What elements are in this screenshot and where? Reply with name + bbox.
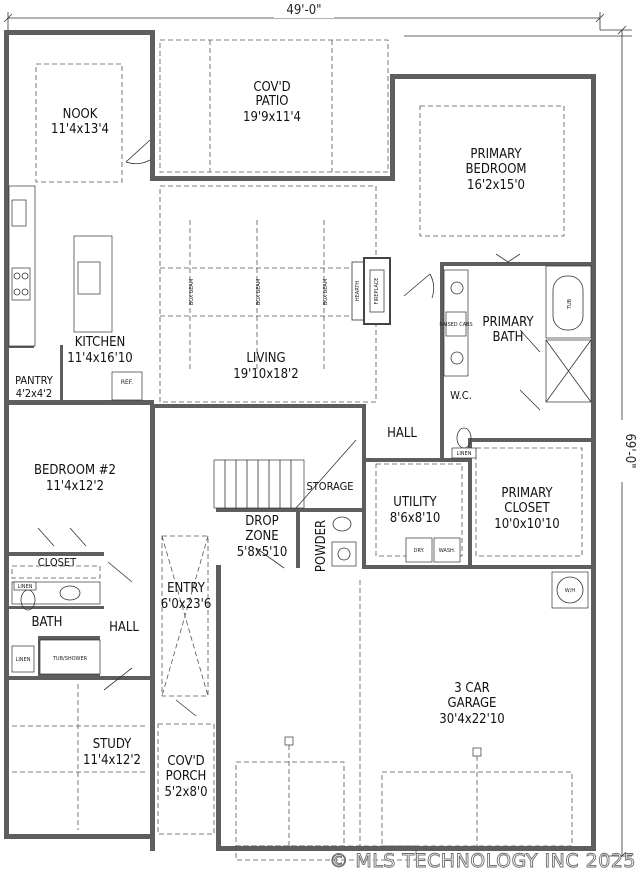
primary-bath-fixtures: TUB RAISED CABS LINEN bbox=[439, 265, 592, 459]
svg-text:HEARTH: HEARTH bbox=[355, 281, 361, 302]
svg-text:TUB/SHOWER: TUB/SHOWER bbox=[52, 656, 88, 662]
door-swings bbox=[37, 139, 541, 717]
svg-text:LINEN: LINEN bbox=[16, 657, 31, 663]
garage-doors bbox=[235, 580, 573, 847]
patio-area bbox=[159, 39, 389, 173]
sink-icon bbox=[77, 261, 101, 295]
patio-name-2: PATIO bbox=[255, 94, 288, 109]
entry-size: 6'0x23'6 bbox=[161, 597, 212, 612]
bath-fixtures: LINEN LINEN TUB/SHOWER bbox=[11, 581, 101, 675]
depth-label: 69'-0" bbox=[622, 433, 637, 468]
patio-name-1: COV'D bbox=[253, 80, 290, 95]
primary-bedroom-size: 16'2x15'0 bbox=[467, 178, 525, 193]
primary-closet-name-1: PRIMARY bbox=[501, 486, 553, 501]
garage-size: 30'4x22'10 bbox=[439, 712, 504, 727]
primary-bath-name-2: BATH bbox=[493, 330, 524, 345]
exterior-walls bbox=[4, 30, 596, 851]
porch-size: 5'2x8'0 bbox=[164, 785, 207, 800]
drop-zone-name-2: ZONE bbox=[245, 529, 278, 544]
nook-area bbox=[35, 63, 123, 183]
sink-icon bbox=[59, 585, 81, 601]
porch-step bbox=[235, 845, 417, 861]
primary-closet-name-2: CLOSET bbox=[504, 501, 550, 516]
svg-text:WASH.: WASH. bbox=[439, 548, 456, 554]
porch-name-1: COV'D bbox=[167, 754, 204, 769]
ref-label: REF. bbox=[121, 379, 133, 386]
utility-fixtures: DRY. WASH. bbox=[375, 463, 463, 563]
svg-text:W/H: W/H bbox=[565, 588, 576, 594]
wc-name: W.C. bbox=[450, 389, 472, 402]
utility-name: UTILITY bbox=[393, 495, 437, 510]
storage-name: STORAGE bbox=[306, 480, 353, 493]
svg-text:BOX BEAM: BOX BEAM bbox=[256, 279, 262, 305]
tub-shower-icon bbox=[39, 639, 101, 675]
kitchen-name: KITCHEN bbox=[75, 335, 126, 350]
svg-text:LINEN: LINEN bbox=[18, 584, 33, 590]
nook-name: NOOK bbox=[63, 107, 98, 122]
primary-bath-name-1: PRIMARY bbox=[482, 315, 534, 330]
study-beams bbox=[12, 684, 148, 830]
garage-name-1: 3 CAR bbox=[454, 681, 489, 696]
svg-text:LINEN: LINEN bbox=[457, 451, 472, 457]
nook-size: 11'4x13'4 bbox=[51, 122, 109, 137]
cooktop-icon bbox=[11, 267, 31, 301]
svg-text:BOX BEAM: BOX BEAM bbox=[323, 279, 329, 305]
living-name: LIVING bbox=[246, 351, 285, 366]
entry-area bbox=[161, 535, 209, 697]
powder-name: POWDER bbox=[314, 520, 329, 572]
bedroom2-size: 11'4x12'2 bbox=[46, 479, 104, 494]
entry-name: ENTRY bbox=[167, 581, 206, 596]
primary-closet-size: 10'0x10'10 bbox=[494, 517, 559, 532]
pantry-name: PANTRY bbox=[15, 374, 54, 387]
living-size: 19'10x18'2 bbox=[233, 367, 298, 382]
svg-text:DRY.: DRY. bbox=[414, 548, 425, 554]
washer-icon bbox=[433, 537, 461, 563]
svg-text:BOX BEAM: BOX BEAM bbox=[189, 279, 195, 305]
closet-name: CLOSET bbox=[38, 556, 77, 569]
fireplace: HEARTH FIREPLACE bbox=[351, 257, 391, 325]
svg-text:TUB: TUB bbox=[567, 298, 573, 310]
copyright-watermark: © MLS TECHNOLOGY INC 2025 bbox=[329, 850, 636, 872]
study-size: 11'4x12'2 bbox=[83, 753, 141, 768]
hall-lower-name: HALL bbox=[109, 620, 139, 635]
sink-icon bbox=[337, 547, 351, 561]
dryer-icon bbox=[405, 537, 433, 563]
width-label: 49'-0" bbox=[286, 3, 321, 18]
drop-zone-size: 5'8x5'10 bbox=[237, 545, 288, 560]
kitchen-size: 11'4x16'10 bbox=[67, 351, 132, 366]
room-labels: NOOK 11'4x13'4 COV'D PATIO 19'9x11'4 PRI… bbox=[15, 80, 560, 800]
box-beams: BOX BEAM BOX BEAM BOX BEAM bbox=[189, 220, 329, 370]
stairs bbox=[213, 439, 357, 509]
water-heater: W/H bbox=[551, 571, 589, 609]
kitchen-fixtures: REF. bbox=[8, 185, 143, 401]
powder-fixtures bbox=[331, 516, 357, 567]
primary-closet-area bbox=[475, 447, 583, 557]
closet-shelf bbox=[11, 565, 101, 579]
primary-bedroom-name-1: PRIMARY bbox=[470, 147, 522, 162]
hall-upper-name: HALL bbox=[387, 426, 417, 441]
bedroom2-name: BEDROOM #2 bbox=[34, 463, 116, 478]
raised-cabs-label: RAISED CABS bbox=[439, 322, 472, 328]
depth-dimension: 69'-0" bbox=[404, 25, 637, 861]
toilet-icon bbox=[332, 516, 352, 532]
primary-bedroom-area bbox=[419, 105, 565, 237]
width-dimension: 49'-0" bbox=[3, 2, 605, 30]
svg-text:FIREPLACE: FIREPLACE bbox=[374, 278, 380, 305]
study-name: STUDY bbox=[93, 737, 132, 752]
patio-size: 19'9x11'4 bbox=[243, 110, 301, 125]
porch-area bbox=[157, 723, 215, 835]
garage-name-2: GARAGE bbox=[448, 696, 497, 711]
primary-bedroom-name-2: BEDROOM bbox=[465, 162, 526, 177]
bath-name: BATH bbox=[32, 615, 63, 630]
porch-name-2: PORCH bbox=[166, 769, 207, 784]
utility-size: 8'6x8'10 bbox=[390, 511, 441, 526]
range-icon bbox=[11, 199, 27, 227]
drop-zone-name-1: DROP bbox=[245, 514, 278, 529]
pantry-size: 4'2x4'2 bbox=[16, 387, 52, 400]
